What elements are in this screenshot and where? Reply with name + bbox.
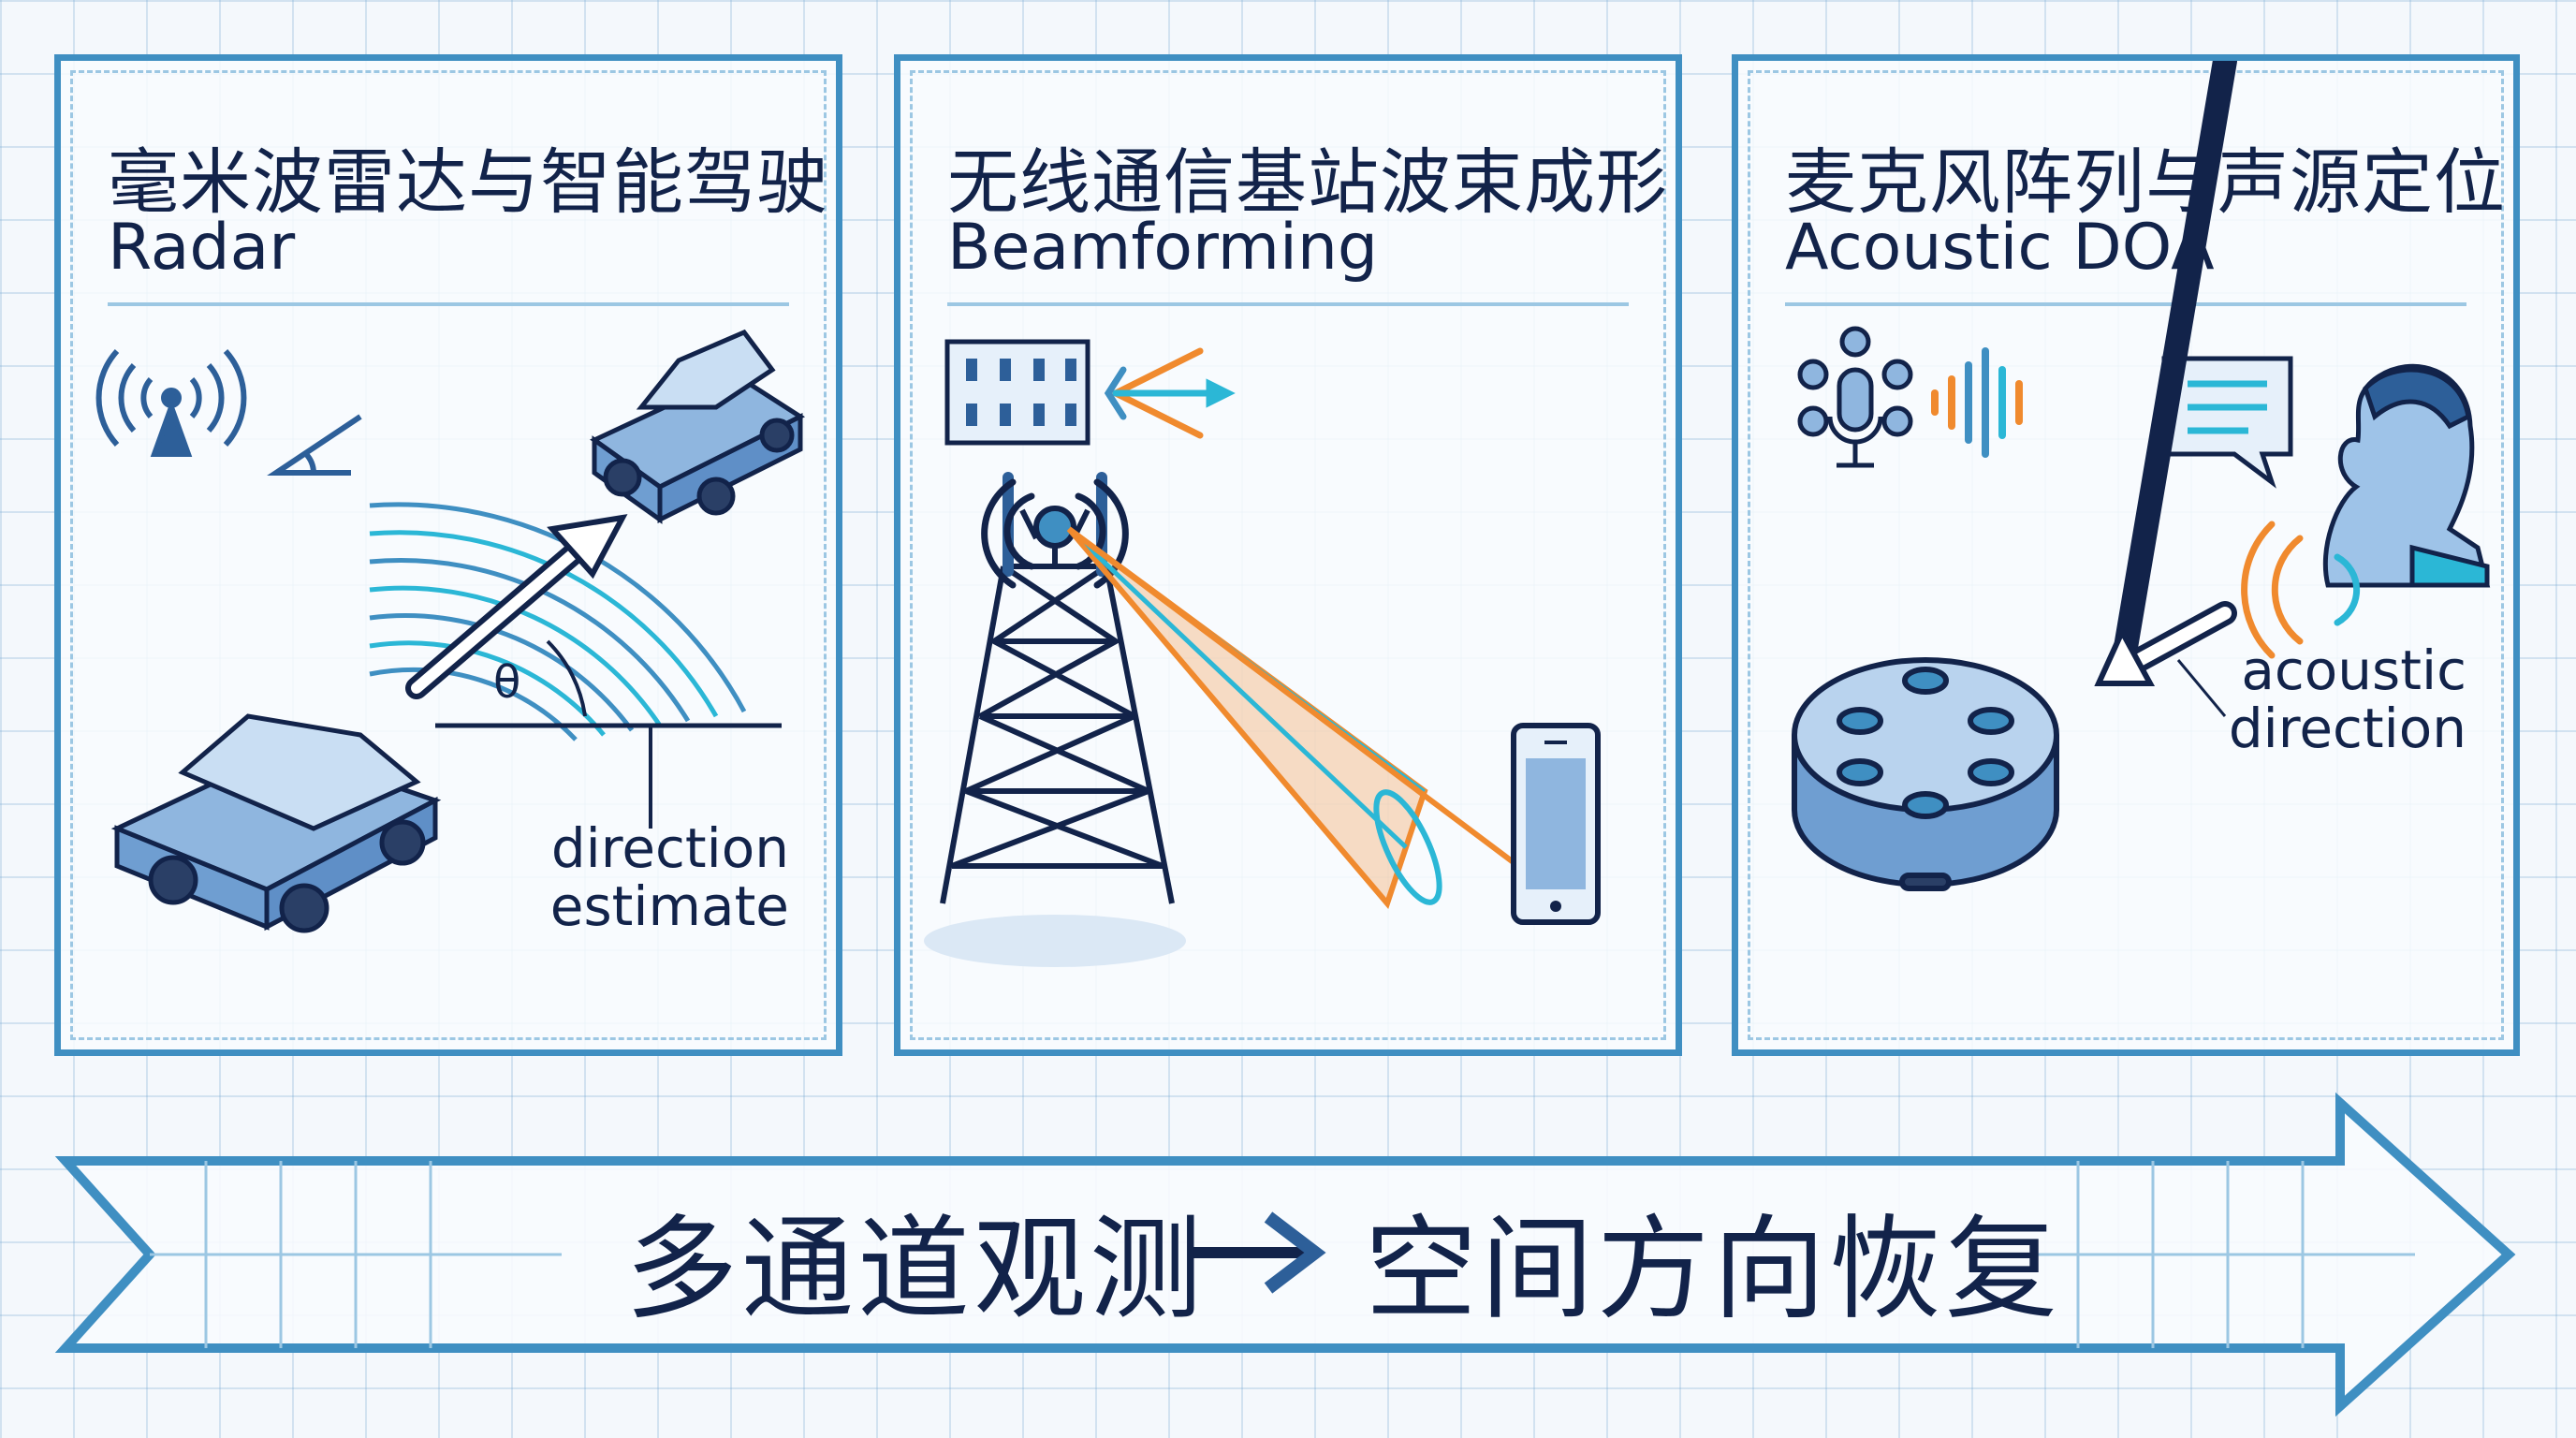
banner-left-text: 多通道观测 [625,1205,1206,1335]
acoustic-direction-arrow [2094,61,2237,717]
acoustic-title-zh: 麦克风阵列与声源定位 [1785,140,2506,224]
antenna-array-icon [944,339,1090,446]
beam-steering-icon [1104,347,1236,439]
radar-title-divider [108,302,789,306]
smartphone-icon [1511,723,1601,925]
acoustic-annotation-line-1: acoustic [2241,638,2466,702]
person-head-icon [2322,363,2491,588]
theta-label: θ [493,656,521,709]
sound-wave-icon [1931,347,2023,458]
base-station-tower-icon [924,472,1186,967]
microphone-array-icon [1797,326,1913,468]
radar-illustration [95,329,806,933]
radar-antenna-icon [95,348,247,457]
radar-annotation: direction estimate [550,819,789,935]
acoustic-annotation-line-2: direction [2228,697,2466,760]
acoustic-illustration [1792,61,2491,891]
radar-title-zh: 毫米波雷达与智能驾驶 [108,140,828,224]
beamforming-title-en: Beamforming [947,211,1379,285]
radar-annotation-line-2: estimate [549,874,789,938]
banner-transition-arrow [1193,1211,1326,1294]
ego-car-icon [110,713,442,933]
angle-icon [267,414,362,476]
theta-arc [546,639,587,717]
direction-arrow [405,514,628,699]
beamforming-illustration [924,339,1601,967]
beam-cone [1066,526,1558,909]
acoustic-title-divider [1785,302,2466,306]
beamforming-title-zh: 无线通信基站波束成形 [947,140,1668,224]
banner-right-text: 空间方向恢复 [1365,1205,2061,1335]
voice-wave-icon [2241,521,2361,659]
target-car-icon [590,329,806,524]
pipeline-banner-arrow [54,1092,2516,1417]
radar-annotation-line-1: direction [550,816,789,880]
radar-title-en: Radar [108,211,296,285]
smart-speaker-icon [1792,657,2059,891]
acoustic-panel: 麦克风阵列与声源定位 Acoustic DOA [1732,54,2520,1056]
acoustic-annotation: acoustic direction [2229,641,2466,757]
speech-bubble-icon [2161,356,2293,489]
radar-wave-arcs [369,502,747,741]
beamforming-panel: 无线通信基站波束成形 Beamforming [894,54,1682,1056]
radar-panel: 毫米波雷达与智能驾驶 Radar [54,54,842,1056]
beamforming-title-divider [947,302,1629,306]
acoustic-title-en: Acoustic DOA [1785,211,2215,285]
